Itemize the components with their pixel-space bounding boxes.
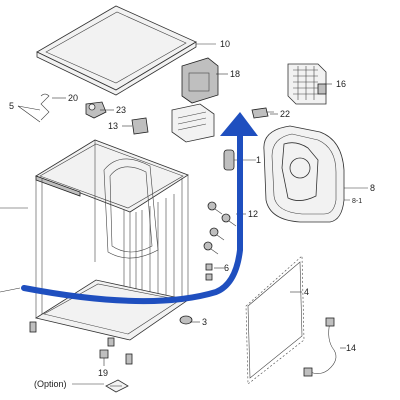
blue-arrow	[21, 112, 258, 305]
label-18: 18	[230, 69, 240, 79]
label-22: 22	[280, 109, 290, 119]
label-8: 8	[370, 183, 375, 193]
capacitor	[223, 149, 235, 171]
label-1: 1	[256, 155, 261, 165]
label-23: 23	[116, 105, 126, 115]
part-18-control-module	[181, 57, 219, 104]
label-14: 14	[346, 343, 356, 353]
part-4-gasket	[245, 255, 305, 385]
label-20: 20	[68, 93, 78, 103]
part-22-hook	[251, 107, 274, 119]
label-8-1: 8-1	[352, 198, 362, 205]
label-16: 16	[336, 79, 346, 89]
part-12-bolts	[203, 201, 237, 255]
part-19-plug	[99, 349, 109, 359]
label-3: 3	[202, 317, 207, 327]
label-option: (Option)	[34, 379, 67, 389]
part-3-foot	[179, 315, 193, 325]
part-20-spring	[40, 93, 50, 121]
part-13-connector	[131, 117, 149, 135]
label-13: 13	[108, 121, 118, 131]
label-6: 6	[224, 263, 229, 273]
part-16-filter-frame	[287, 63, 327, 105]
label-12: 12	[248, 209, 258, 219]
top-cover	[36, 5, 197, 96]
part-14-wire-harness	[303, 317, 337, 377]
part-1-pcb-box	[171, 103, 215, 143]
label-4: 4	[304, 287, 309, 297]
label-19: 19	[98, 368, 108, 378]
part-8-door-frame	[263, 125, 345, 223]
option-part	[105, 379, 129, 393]
part-6-clips	[205, 263, 213, 281]
label-5: 5	[9, 101, 14, 111]
part-23-valve	[85, 101, 107, 119]
label-10: 10	[220, 39, 230, 49]
cabinet-frame	[29, 139, 189, 365]
